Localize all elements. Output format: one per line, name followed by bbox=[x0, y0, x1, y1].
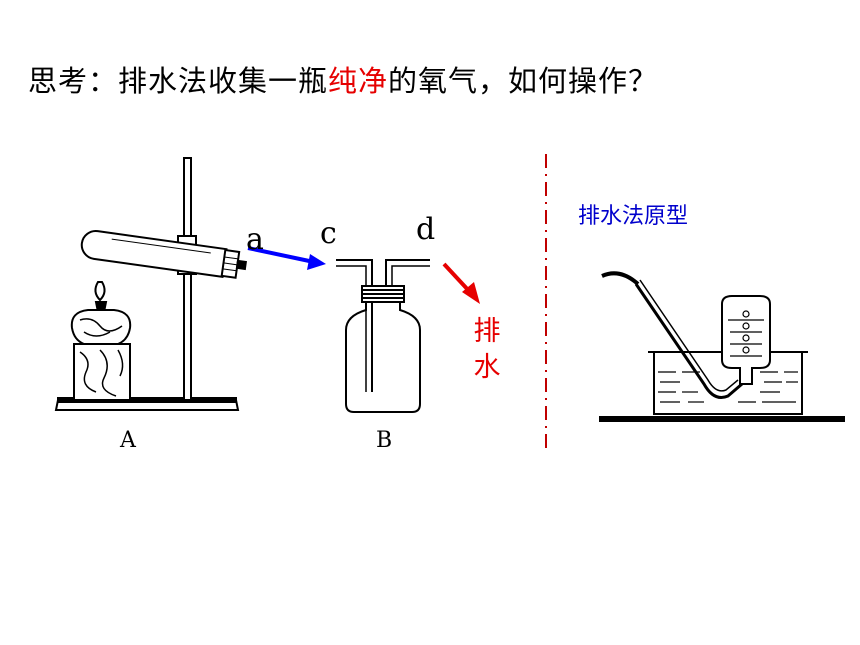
apparatus-b bbox=[336, 259, 430, 413]
stand-rod bbox=[183, 157, 192, 401]
title-highlight: 纯净 bbox=[328, 64, 389, 98]
prototype-label: 排水法原型 bbox=[578, 204, 689, 229]
alcohol-lamp bbox=[70, 281, 132, 401]
water-lines bbox=[658, 371, 798, 403]
label-c: c bbox=[320, 216, 337, 251]
table-surface bbox=[599, 416, 845, 422]
bottle-body bbox=[345, 302, 421, 413]
drain-line2: 水 bbox=[473, 352, 501, 383]
label-a: a bbox=[246, 222, 264, 257]
test-tube bbox=[80, 229, 247, 279]
delivery-tube bbox=[634, 283, 743, 399]
inlet-tube-outer bbox=[336, 259, 373, 392]
label-apparatus-b: B bbox=[376, 428, 393, 453]
drain-line1: 排 bbox=[473, 316, 501, 347]
rubber-hose bbox=[601, 271, 640, 286]
label-d: d bbox=[416, 212, 436, 247]
red-arrow bbox=[442, 262, 480, 304]
question-title: 思考：排水法收集一瓶纯净的氧气，如何操作？ bbox=[28, 58, 658, 100]
bottle-water bbox=[728, 319, 764, 357]
bubbles bbox=[742, 310, 750, 354]
apparatus-a bbox=[54, 157, 247, 411]
label-apparatus-a: A bbox=[120, 428, 136, 453]
blue-arrow bbox=[247, 246, 326, 270]
title-part2: 的氧气，如何操作？ bbox=[388, 64, 659, 98]
title-part1: 思考：排水法收集一瓶 bbox=[28, 64, 329, 98]
drain-water-label: 排 水 bbox=[472, 314, 502, 386]
stand-base-top bbox=[57, 397, 237, 403]
prototype-illustration bbox=[599, 271, 845, 422]
